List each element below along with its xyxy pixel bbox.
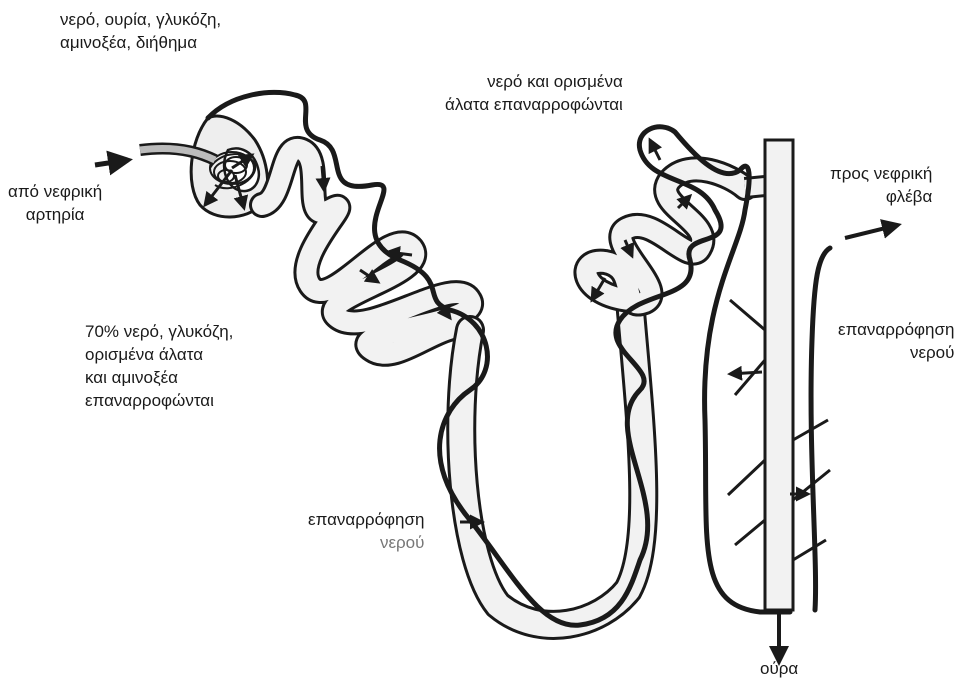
- filtrate-label-line1: νερό, ουρία, γλυκόζη,: [60, 8, 221, 31]
- distal-label-line1: νερό και ορισμένα: [445, 70, 623, 93]
- renal-vein-label-line1: προς νεφρική: [830, 162, 932, 185]
- renal-vein-label: προς νεφρική φλέβα: [830, 162, 932, 208]
- loop-water-label-line1: επαναρρόφηση: [308, 508, 424, 531]
- proximal-label-line3: και αμινοξέα: [85, 366, 233, 389]
- arrow-dct-1: [650, 140, 660, 160]
- collecting-water-label-line2: νερού: [838, 341, 954, 364]
- renal-artery-label-line1: από νεφρική: [8, 180, 102, 203]
- renal-vein-label-line2: φλέβα: [830, 185, 932, 208]
- proximal-label-line4: επαναρροφώνται: [85, 389, 233, 412]
- distal-reabsorption-label: νερό και ορισμένα άλατα επαναρροφώνται: [445, 70, 623, 116]
- filtrate-label-line2: αμινοξέα, διήθημα: [60, 31, 221, 54]
- renal-artery-label: από νεφρική αρτηρία: [8, 180, 102, 226]
- proximal-convoluted-tubule: [262, 149, 471, 354]
- proximal-label-line1: 70% νερό, γλυκόζη,: [85, 320, 233, 343]
- loop-water-label: επαναρρόφηση νερού: [308, 508, 424, 554]
- arrow-pct-1: [322, 166, 324, 190]
- filtrate-label: νερό, ουρία, γλυκόζη, αμινοξέα, διήθημα: [60, 8, 221, 54]
- proximal-label-line2: ορισμένα άλατα: [85, 343, 233, 366]
- loop-water-label-line2: νερού: [308, 531, 424, 554]
- proximal-reabsorption-label: 70% νερό, γλυκόζη, ορισμένα άλατα και αμ…: [85, 320, 233, 412]
- arrow-in-artery: [95, 160, 128, 165]
- collecting-water-label-line1: επαναρρόφηση: [838, 318, 954, 341]
- urine-label: ούρα: [760, 657, 798, 680]
- arrow-cd-1: [730, 372, 762, 374]
- renal-artery-label-line2: αρτηρία: [8, 203, 102, 226]
- distal-label-line2: άλατα επαναρροφώνται: [445, 93, 623, 116]
- arrow-out-vein: [845, 225, 898, 238]
- collecting-water-label: επαναρρόφηση νερού: [838, 318, 954, 364]
